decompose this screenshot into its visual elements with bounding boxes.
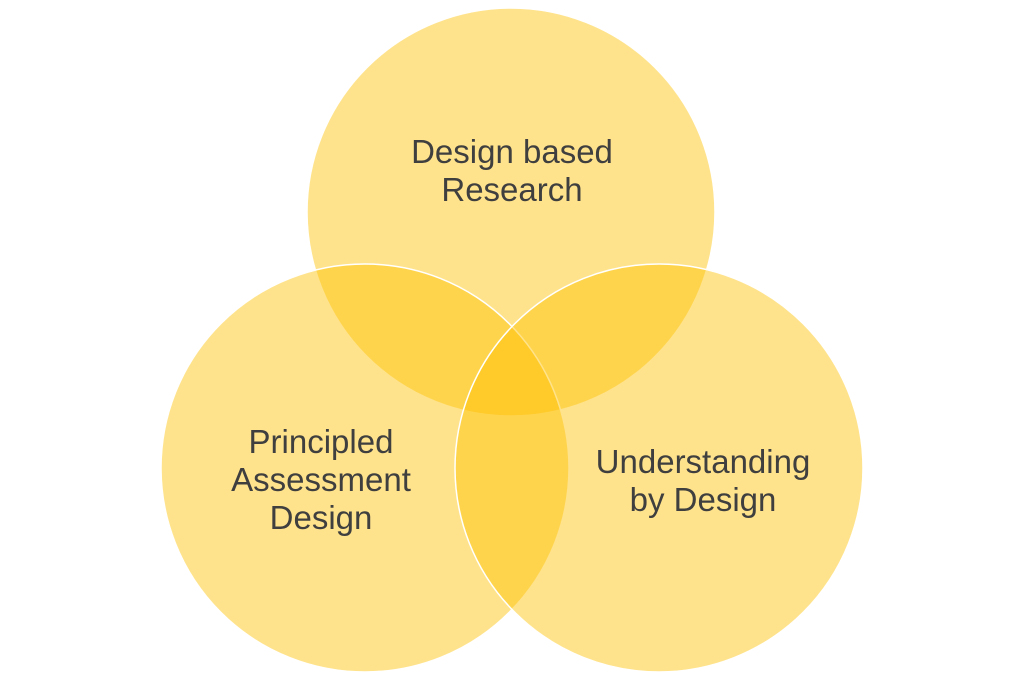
label-line: Assessment	[231, 461, 411, 498]
circle-understanding-by-design	[454, 263, 864, 673]
label-design-based-research: Design based Research	[411, 133, 613, 209]
label-line: by Design	[629, 481, 777, 518]
label-line: Understanding	[595, 443, 811, 480]
label-line: Principled	[248, 423, 394, 460]
circle-principled-assessment-design	[160, 263, 570, 673]
label-understanding-by-design: Understanding by Design	[596, 443, 811, 519]
circle-design-based-research	[306, 7, 716, 417]
label-line: Research	[441, 171, 583, 208]
label-line: Design	[269, 499, 373, 536]
label-principled-assessment-design: Principled Assessment Design	[231, 423, 411, 537]
label-line: Design based	[411, 133, 613, 170]
